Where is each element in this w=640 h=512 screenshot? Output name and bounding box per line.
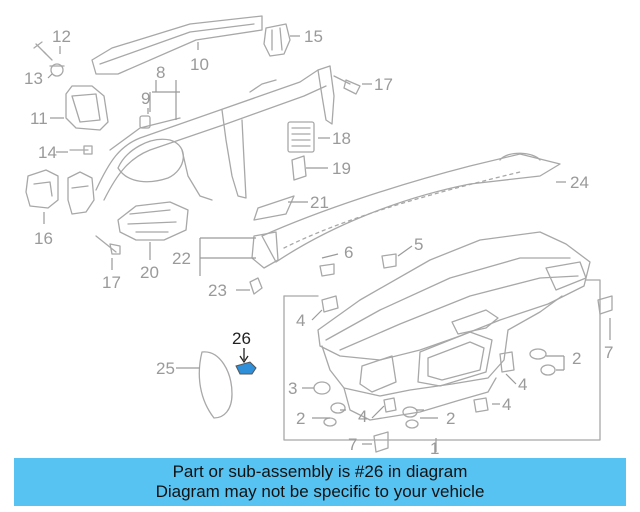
label-10: 10	[190, 55, 209, 74]
label-3: 3	[288, 379, 297, 398]
banner-line-1: Part or sub-assembly is #26 in diagram	[172, 462, 468, 481]
label-13: 13	[24, 69, 43, 88]
label-2a: 2	[296, 409, 305, 428]
label-15: 15	[304, 27, 323, 46]
label-4d: 4	[518, 375, 527, 394]
label-12: 12	[52, 27, 71, 46]
label-22: 22	[172, 249, 191, 268]
label-19: 19	[332, 159, 351, 178]
label-18: 18	[332, 129, 351, 148]
label-8: 8	[156, 63, 165, 82]
parts-diagram: 12 13 8 9 10 11 14 15 16 17 17 18 19 20 …	[24, 15, 613, 455]
label-14: 14	[38, 143, 57, 162]
label-26: 26	[232, 329, 251, 348]
side-cover-25	[198, 351, 233, 419]
info-banner: Part or sub-assembly is #26 in diagram D…	[14, 458, 626, 506]
label-4a: 4	[296, 311, 305, 330]
label-7a: 7	[604, 343, 613, 362]
label-7b: 7	[348, 435, 357, 454]
label-5: 5	[414, 235, 423, 254]
label-11: 11	[30, 109, 48, 128]
label-16: 16	[34, 229, 53, 248]
trim-pieces-21-22	[249, 195, 295, 295]
label-9: 9	[141, 89, 150, 108]
label-25: 25	[156, 359, 175, 378]
label-6: 6	[344, 243, 353, 262]
label-1: 1	[430, 439, 439, 455]
label-20: 20	[140, 263, 159, 282]
trim-strip-24	[261, 152, 561, 263]
label-4b: 4	[358, 407, 367, 426]
cross-car-beam	[25, 15, 361, 255]
label-17-upper: 17	[374, 75, 393, 94]
label-21: 21	[310, 193, 329, 212]
label-2c: 2	[572, 349, 581, 368]
label-17-lower: 17	[102, 273, 121, 292]
label-24: 24	[570, 173, 589, 192]
clips-and-grommets	[313, 253, 613, 453]
label-23: 23	[208, 281, 227, 300]
part-26-highlighted	[235, 348, 257, 375]
label-2b: 2	[446, 409, 455, 428]
leader-lines	[43, 35, 611, 452]
dashboard-panel	[283, 231, 601, 441]
label-4c: 4	[502, 395, 511, 414]
banner-line-2: Diagram may not be specific to your vehi…	[155, 482, 485, 501]
part-labels: 12 13 8 9 10 11 14 15 16 17 17 18 19 20 …	[24, 27, 613, 455]
